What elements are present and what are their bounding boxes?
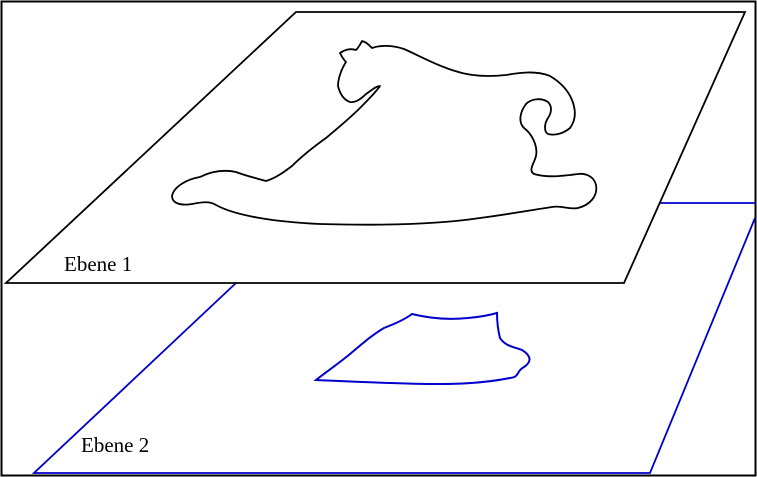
plane-1-label: Ebene 1 [64,252,132,276]
plane-2-label: Ebene 2 [81,433,149,457]
